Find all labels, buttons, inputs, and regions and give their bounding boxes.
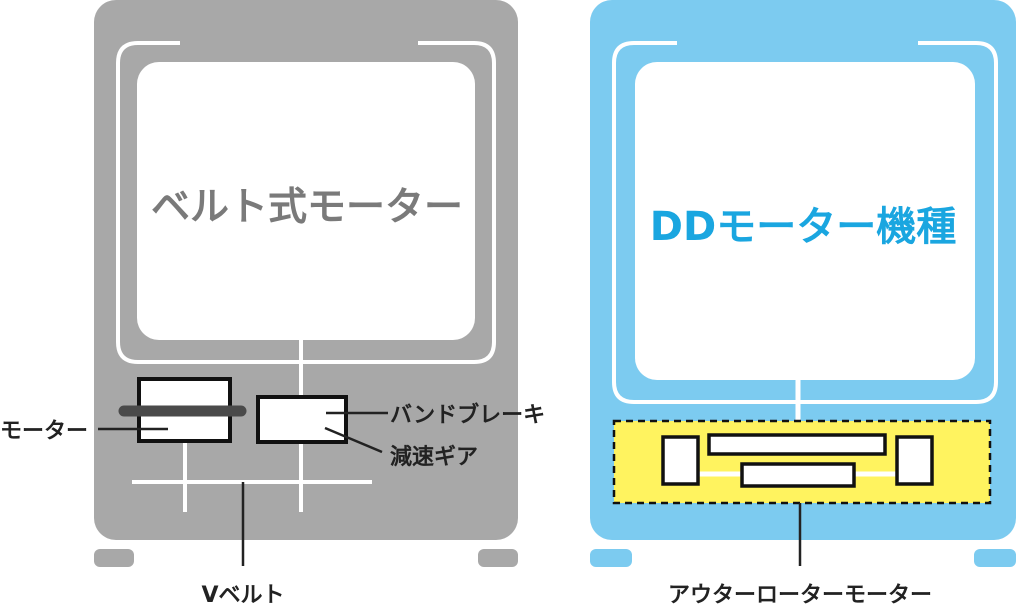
right-machine-foot-right [974,549,1016,567]
belt-motor-washer: ベルト式モーター モーター バンドブレーキ 減速ギア Vベルト [0,0,545,608]
gear-brake-block [256,395,348,444]
outer-rotor-lower [740,462,856,488]
right-lid-outline [612,41,998,404]
left-machine-title: ベルト式モーター [151,185,463,230]
outer-rotor-upper [707,433,887,456]
motor-label: モーター [0,419,88,444]
outer-rotor-motor-label: アウターローターモーター [668,583,932,608]
right-support-block [895,435,934,486]
reduction-gear-label: 減速ギア [390,444,478,470]
v-belt-label: Vベルト [201,583,284,608]
left-support-block [661,435,700,486]
right-drum-window [635,62,975,380]
right-machine-foot-left [590,549,632,567]
right-machine-title: DDモーター機種 [650,204,956,250]
reduction-gear-callout-line [324,426,383,454]
left-machine-foot-left [94,549,134,567]
left-machine-foot-right [478,549,518,567]
left-lid-outline [116,41,496,364]
left-drum-window [137,62,475,340]
band-brake-label: バンドブレーキ [390,402,545,428]
dd-motor-washer: DDモーター機種 アウターローターモーター [590,0,1016,608]
